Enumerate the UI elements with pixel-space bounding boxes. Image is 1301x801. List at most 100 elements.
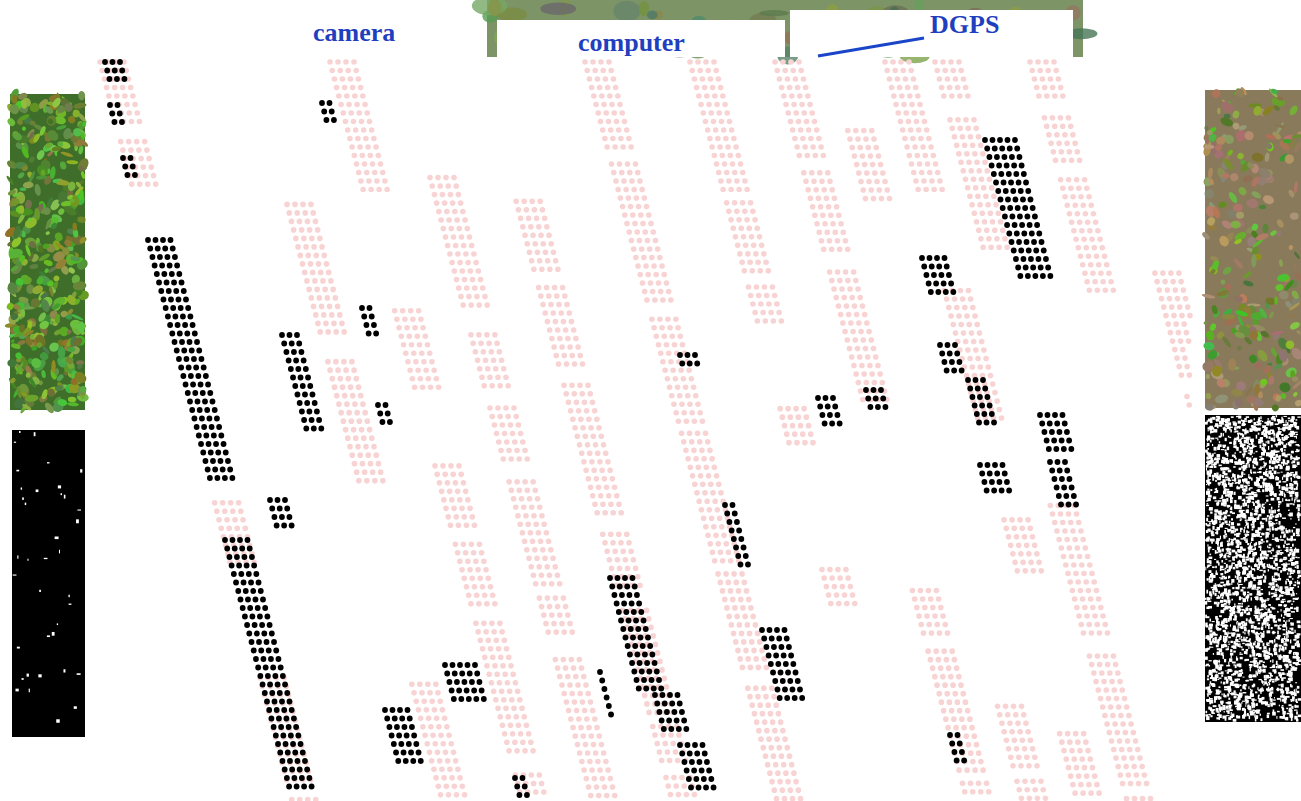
weed-pixel — [1239, 468, 1242, 470]
weed-pixel — [1215, 550, 1217, 554]
weed-pixel — [1240, 684, 1242, 686]
weed-pixel — [1228, 698, 1230, 700]
weed-pixel — [1231, 564, 1232, 567]
weed-pixel — [69, 604, 72, 605]
weed-pixel — [1267, 630, 1271, 633]
weed-pixel — [56, 719, 59, 722]
weed-pixel — [1234, 452, 1235, 454]
weed-pixel — [1272, 516, 1274, 518]
weed-pixel — [1224, 449, 1226, 451]
weed-pixel — [1227, 555, 1228, 557]
weed-pixel — [1242, 587, 1246, 589]
weed-pixel — [1286, 544, 1288, 546]
weed-pixel — [1251, 537, 1254, 541]
weed-pixel — [61, 493, 62, 495]
weed-pixel — [1210, 438, 1214, 440]
weed-pixel — [1230, 641, 1232, 643]
weed-pixel — [14, 442, 16, 443]
weed-pixel — [1255, 691, 1257, 693]
weed-pixel — [1256, 483, 1260, 486]
weed-pixel — [1222, 548, 1224, 551]
weed-pixel — [1234, 664, 1235, 667]
weed-pixel — [1284, 613, 1288, 615]
weed-pixel — [1266, 540, 1268, 542]
weed-pixel — [1246, 618, 1248, 621]
weed-pixel — [1212, 526, 1214, 530]
foliage-blob — [759, 10, 789, 16]
weed-pixel — [1235, 564, 1239, 567]
binary-image — [12, 430, 85, 737]
weed-pixel — [1288, 442, 1290, 445]
weed-pixel — [1279, 705, 1280, 707]
weed-pixel — [1215, 593, 1217, 596]
weed-pixel — [1237, 486, 1238, 488]
weed-pixel — [1288, 560, 1290, 561]
weed-pixel — [1278, 501, 1282, 503]
weed-pixel — [1267, 598, 1270, 599]
weed-pixel — [1261, 452, 1265, 456]
weed-pixel — [1291, 628, 1293, 631]
weed-pixel — [1241, 437, 1244, 438]
weed-pixel — [1292, 484, 1294, 487]
weed-pixel — [1266, 441, 1267, 442]
weed-pixel — [1244, 527, 1246, 529]
weed-pixel — [1249, 679, 1253, 681]
weed-pixel — [1281, 472, 1283, 473]
weed-pixel — [1238, 421, 1241, 424]
weed-pixel — [1288, 619, 1289, 621]
weed-pixel — [1235, 665, 1237, 669]
weed-pixel — [1238, 524, 1240, 525]
weed-pixel — [1286, 477, 1289, 481]
weed-pixel — [1257, 642, 1260, 646]
weed-pixel — [1295, 495, 1298, 498]
weed-pixel — [1286, 484, 1288, 487]
weed-pixel — [16, 470, 19, 472]
weed-pixel — [1222, 693, 1223, 695]
foliage-blob — [647, 10, 658, 19]
weed-pixel — [1281, 614, 1282, 616]
weed-pixel — [17, 647, 20, 649]
rig-photo — [472, 0, 1098, 64]
weed-pixel — [1275, 592, 1277, 593]
weed-pixel — [29, 689, 30, 693]
weed-pixel — [1272, 712, 1276, 716]
weed-pixel — [1271, 507, 1272, 510]
weed-pixel — [1265, 502, 1266, 503]
weed-pixel — [1290, 639, 1291, 643]
weed-pixel — [1292, 578, 1293, 579]
weed-pixel — [1286, 547, 1289, 549]
weed-pixel — [1289, 576, 1292, 578]
weed-pixel — [1240, 484, 1244, 488]
weed-pixel — [1225, 568, 1227, 570]
weed-pixel — [1240, 589, 1243, 591]
weed-pixel — [1212, 621, 1215, 622]
weed-pixel — [1213, 705, 1217, 707]
weed-pixel — [17, 555, 18, 558]
weed-pixel — [1267, 515, 1269, 517]
weed-pixel — [1260, 718, 1262, 721]
weed-pixel — [1206, 590, 1208, 594]
weed-pixel — [1227, 427, 1229, 429]
weed-pixel — [1244, 485, 1246, 487]
weed-pixel — [1274, 575, 1275, 577]
weed-pixel — [1284, 449, 1285, 451]
weed-pixel — [1205, 567, 1206, 571]
weed-pixel — [1290, 623, 1293, 626]
foliage-blob — [540, 3, 576, 15]
weed-pixel — [1224, 588, 1227, 592]
weed-pixel — [1205, 601, 1207, 605]
weed-pixel — [25, 503, 27, 505]
weed-pixel — [1246, 457, 1249, 460]
weed-pixel — [1263, 566, 1266, 569]
weed-pixel — [1227, 541, 1229, 543]
weed-pixel — [1260, 714, 1261, 716]
weed-pixel — [1272, 526, 1274, 530]
weed-pixel — [1238, 603, 1241, 604]
weed-pixel — [1228, 542, 1230, 546]
weed-pixel — [1207, 525, 1211, 527]
weed-pixel — [1279, 716, 1281, 719]
weed-pixel — [1239, 451, 1241, 453]
weed-pixel — [64, 495, 66, 499]
weed-pixel — [1257, 472, 1261, 473]
